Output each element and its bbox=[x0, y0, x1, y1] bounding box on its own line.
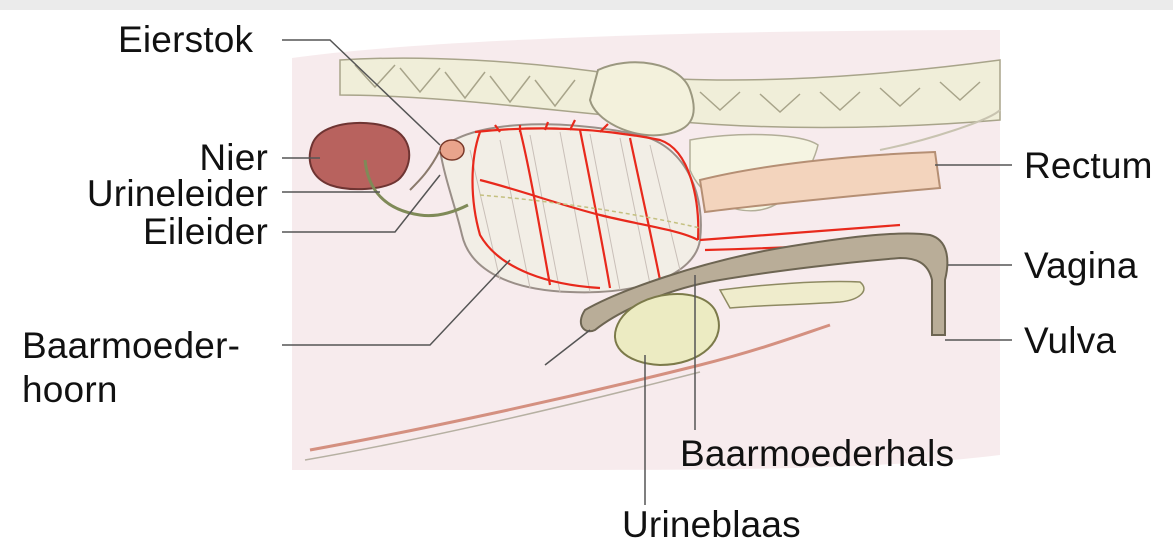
label-urineblaas: Urineblaas bbox=[622, 505, 801, 545]
label-vulva: Vulva bbox=[1024, 321, 1116, 361]
label-baarmoederhoorn-line1: Baarmoeder- bbox=[22, 326, 240, 366]
label-rectum: Rectum bbox=[1024, 146, 1153, 186]
label-vagina: Vagina bbox=[1024, 246, 1138, 286]
label-eileider: Eileider bbox=[110, 212, 268, 252]
label-baarmoederhoorn-line2: hoorn bbox=[22, 370, 118, 410]
label-eierstok: Eierstok bbox=[118, 20, 253, 60]
label-baarmoederhals: Baarmoederhals bbox=[680, 434, 954, 474]
label-nier: Nier bbox=[188, 138, 268, 178]
label-urineleider: Urineleider bbox=[60, 174, 268, 214]
kidney bbox=[310, 123, 410, 189]
ovary bbox=[440, 140, 464, 160]
